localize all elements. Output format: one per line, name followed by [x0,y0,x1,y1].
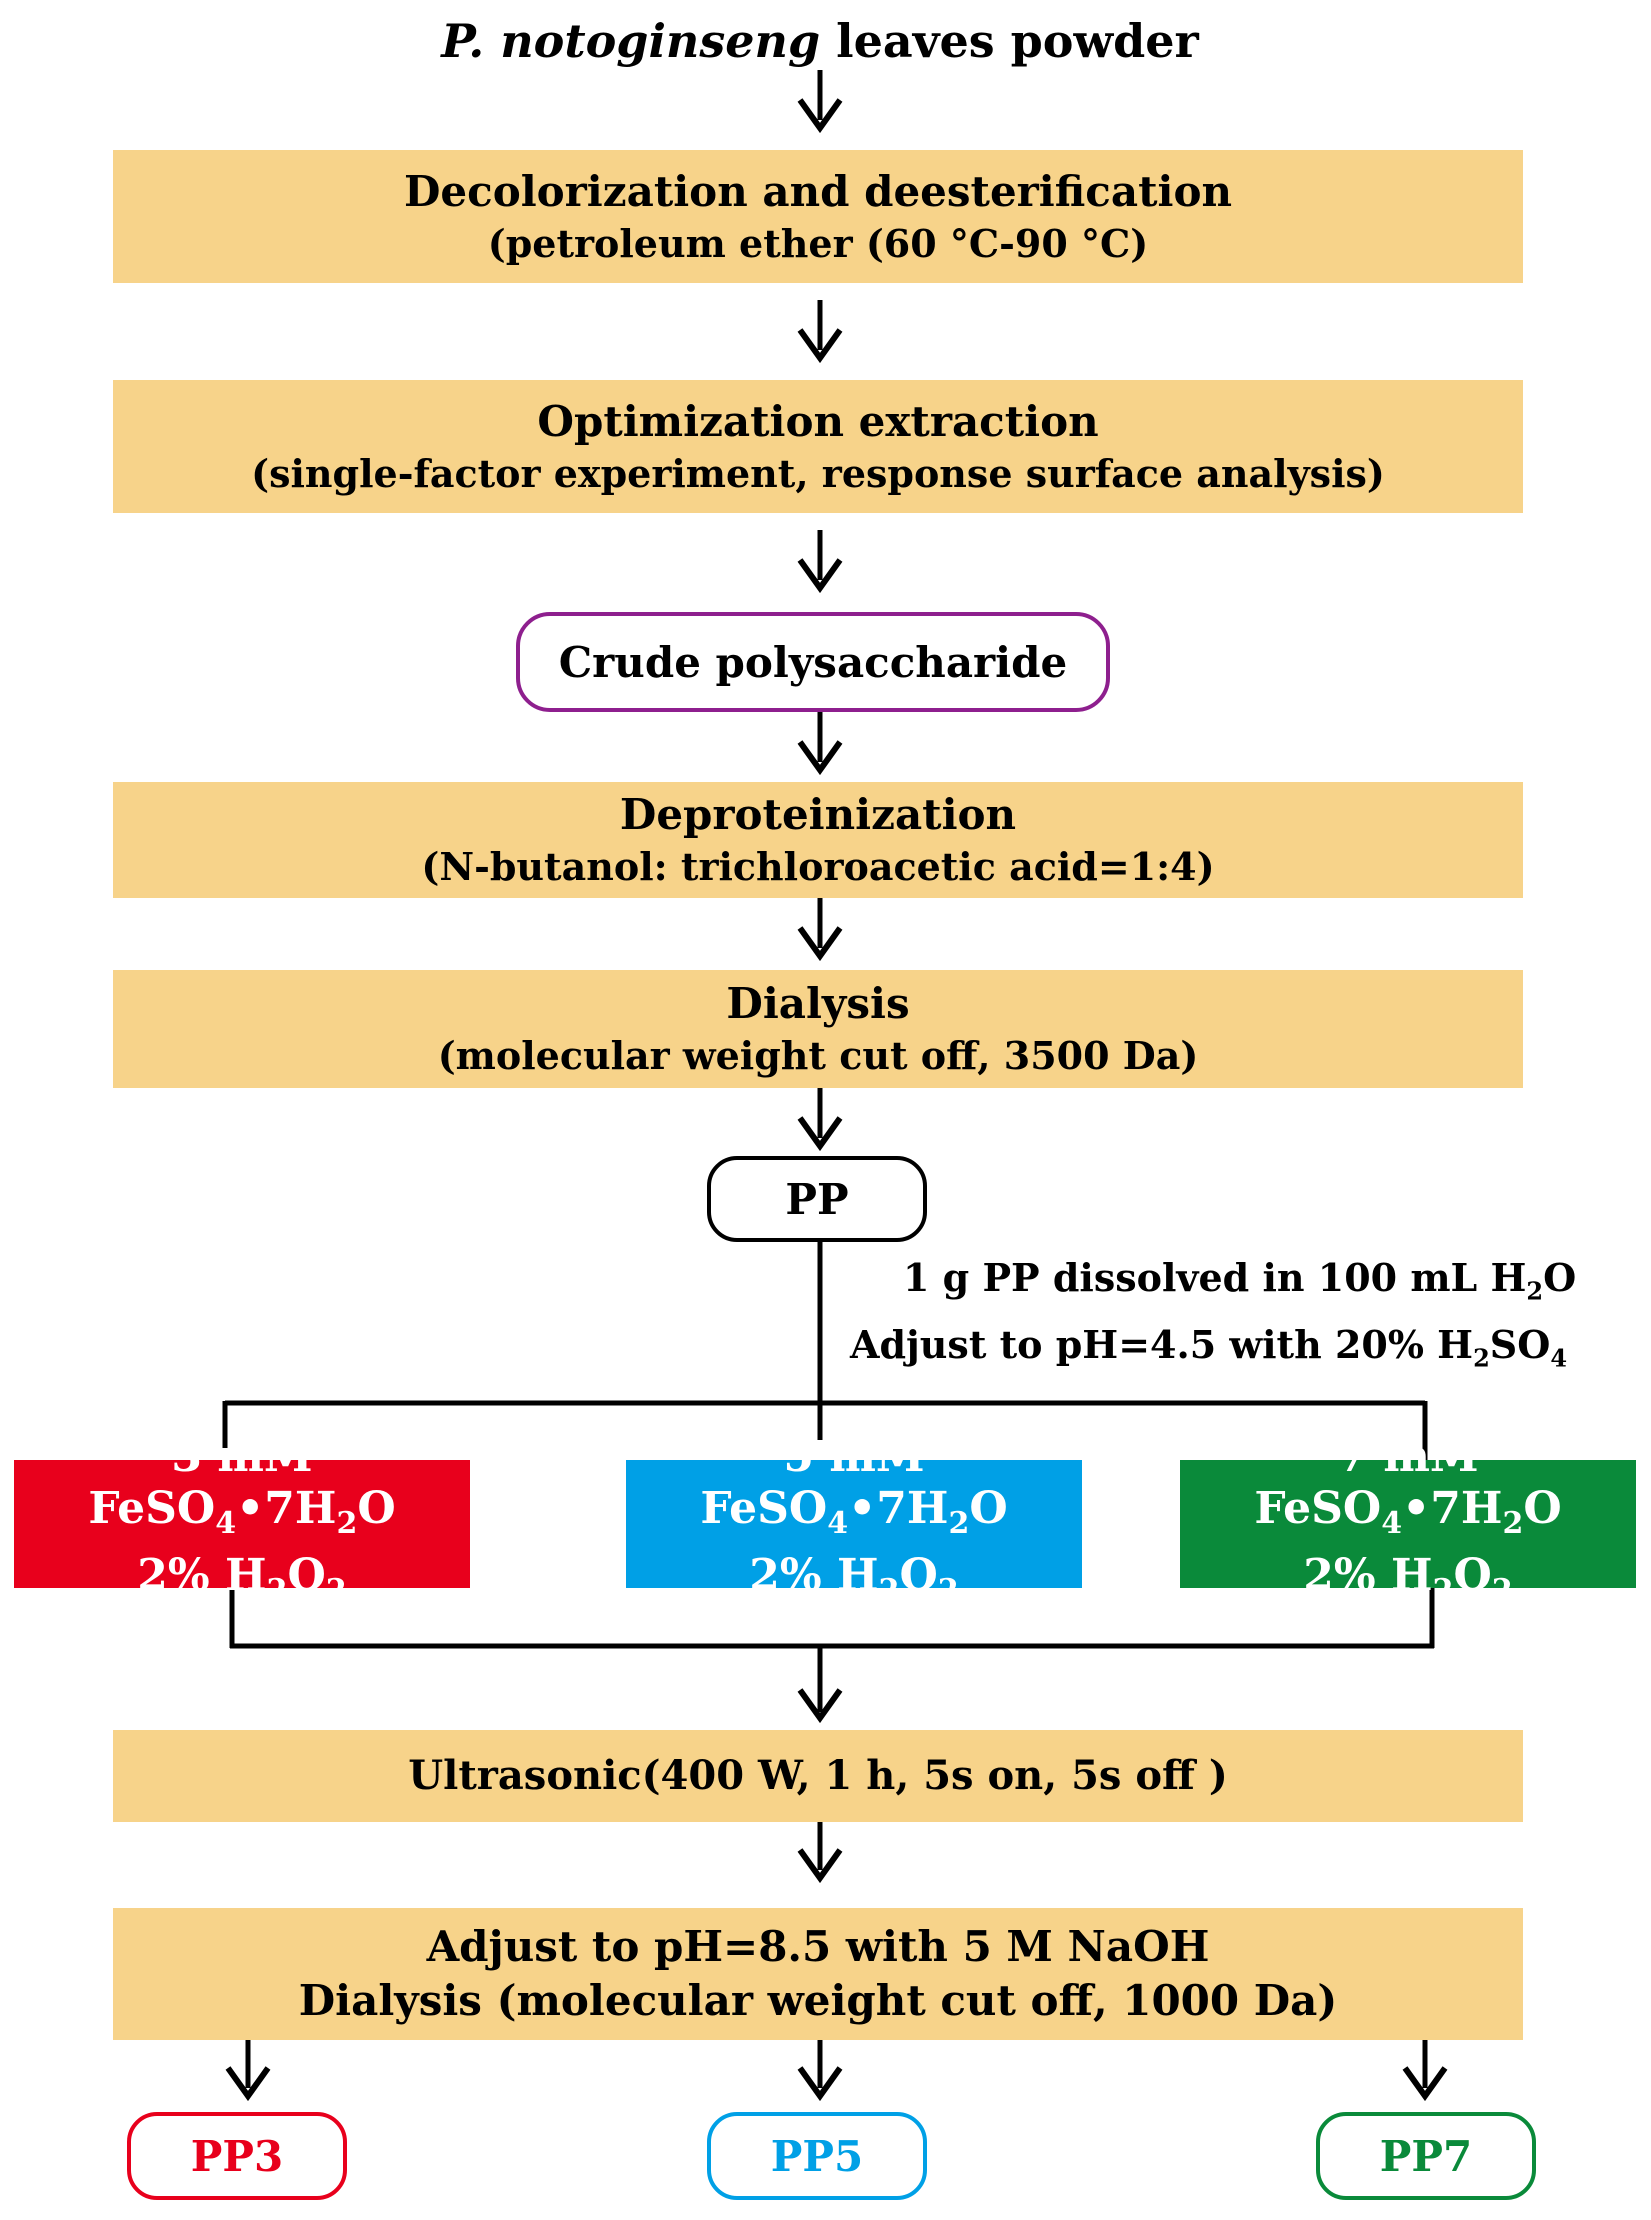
step-adjust-line1: Adjust to pH=8.5 with 5 M NaOH [426,1922,1210,1971]
step-decolorization: Decolorization and deesterification (pet… [113,150,1523,283]
step-optimization: Optimization extraction (single-factor e… [113,380,1523,513]
step-ultrasonic: Ultrasonic(400 W, 1 h, 5s on, 5s off ) [113,1730,1523,1822]
product-pp5-label: PP5 [770,2131,864,2181]
step-deproteinization: Deproteinization (N-butanol: trichloroac… [113,782,1523,898]
note-adjust-ph: Adjust to pH=4.5 with 20% H2SO4 [850,1322,1568,1373]
step-deproteinization-sub: (N-butanol: trichloroacetic acid=1:4) [421,844,1215,889]
step-dialysis-title: Dialysis [726,979,910,1028]
branch-3mm-line1: 3 mM FeSO4•7H2O [88,1431,396,1541]
branch-5mm: 5 mM FeSO4•7H2O 2% H2O2 [626,1431,1082,1608]
start-label: P. notoginseng leaves powder [420,14,1220,68]
step-dialysis: Dialysis (molecular weight cut off, 3500… [113,970,1523,1088]
branch-3mm-line2: 2% H2O2 [137,1550,347,1608]
crude-polysaccharide-node: Crude polysaccharide [516,612,1110,712]
branch-3mm: 3 mM FeSO4•7H2O 2% H2O2 [14,1431,470,1608]
crude-polysaccharide-label: Crude polysaccharide [558,637,1068,687]
step-adjust-dialysis: Adjust to pH=8.5 with 5 M NaOH Dialysis … [113,1908,1523,2040]
note-dissolve: 1 g PP dissolved in 100 mL H2O [903,1255,1577,1306]
product-pp3: PP3 [127,2112,347,2200]
start-label-rest: leaves powder [820,14,1199,68]
pp-node: PP [707,1156,927,1242]
step-adjust-line2: Dialysis (molecular weight cut off, 1000… [298,1976,1338,2025]
product-pp5: PP5 [707,2112,927,2200]
product-pp7: PP7 [1316,2112,1536,2200]
step-decolorization-title: Decolorization and deesterification [403,166,1232,216]
branch-7mm-line2: 2% H2O2 [1303,1550,1513,1608]
branch-5mm-line1: 5 mM FeSO4•7H2O [700,1431,1008,1541]
pp-label: PP [785,1174,849,1224]
start-label-italic: P. notoginseng [441,14,821,68]
product-pp3-label: PP3 [190,2131,284,2181]
branch-7mm: 7 mM FeSO4•7H2O 2% H2O2 [1180,1431,1636,1608]
product-pp7-label: PP7 [1379,2131,1473,2181]
step-optimization-sub: (single-factor experiment, response surf… [251,450,1385,496]
step-ultrasonic-label: Ultrasonic(400 W, 1 h, 5s on, 5s off ) [408,1752,1228,1799]
step-optimization-title: Optimization extraction [537,396,1099,446]
step-decolorization-sub: (petroleum ether (60 °C-90 °C) [487,220,1149,266]
branch-5mm-line2: 2% H2O2 [749,1550,959,1608]
step-dialysis-sub: (molecular weight cut off, 3500 Da) [437,1033,1199,1078]
branch-7mm-line1: 7 mM FeSO4•7H2O [1254,1431,1562,1541]
step-deproteinization-title: Deproteinization [619,790,1017,839]
